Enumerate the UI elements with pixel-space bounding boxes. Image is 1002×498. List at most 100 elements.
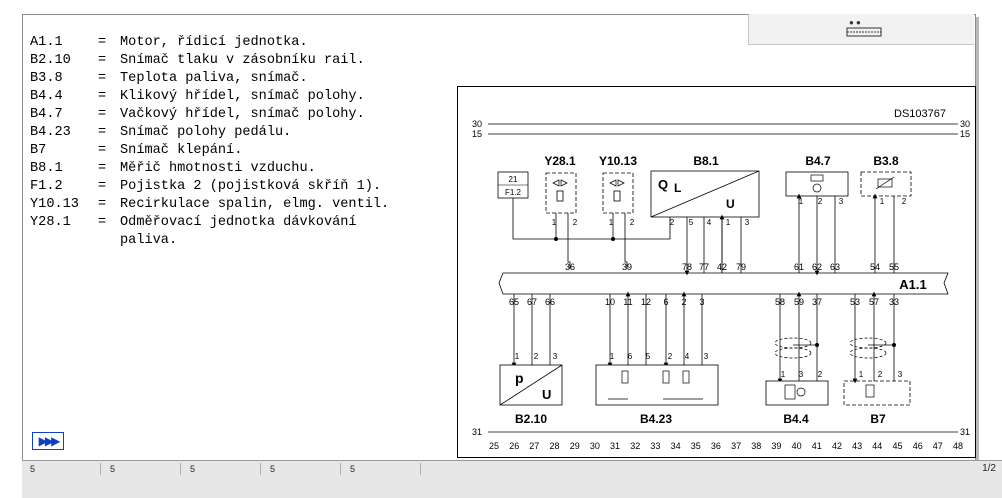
component-pin-label: 1 <box>781 370 786 379</box>
taskbar-item[interactable]: 5 <box>186 463 261 475</box>
legend-row: Y10.13=Recirkulace spalin, elmg. ventil. <box>30 196 460 214</box>
component-pin-label: 2 <box>630 218 635 227</box>
component-b7: B7 <box>843 337 911 426</box>
rail-31-left: 31 <box>472 427 482 437</box>
ecu-bottom-pin-label: 3 <box>699 297 704 307</box>
b38-label: B3.8 <box>873 154 899 168</box>
scale-number: 37 <box>731 441 741 451</box>
component-pin-label: 2 <box>818 370 823 379</box>
component-pin-label: 5 <box>689 218 694 227</box>
b81-label: B8.1 <box>693 154 719 168</box>
component-y281: Y28.1 <box>544 154 577 230</box>
ecu-bottom-pin-label: 58 <box>775 297 785 307</box>
thumbnail-strip: ● ● <box>748 14 974 45</box>
component-pin-label: 1 <box>799 197 804 206</box>
legend-equals: = <box>98 107 107 122</box>
legend-description: Snímač klepání. <box>120 143 243 158</box>
ecu-bottom-pin-label: 66 <box>545 297 555 307</box>
component-pin-label: 3 <box>799 370 804 379</box>
svg-text:● ●: ● ● <box>849 18 861 27</box>
next-page-button[interactable]: ▶▶▶ <box>32 432 64 450</box>
legend-description: Měřič hmotnosti vzduchu. <box>120 161 316 176</box>
legend-row: B2.10=Snímač tlaku v zásobníku rail. <box>30 52 460 70</box>
legend-equals: = <box>98 143 107 158</box>
fuse-bottom-label: F1.2 <box>505 188 522 197</box>
legend-equals: = <box>98 35 107 50</box>
ecu-top-pin-label: 42 <box>717 262 727 272</box>
fuse-wire <box>512 198 671 240</box>
wire-layer <box>511 193 896 384</box>
scale-number: 42 <box>832 441 842 451</box>
legend-description: Motor, řídicí jednotka. <box>120 35 308 50</box>
ecu-bottom-pin-label: 33 <box>889 297 899 307</box>
ecu-a11: A1.1 <box>498 272 949 295</box>
legend-row: B7=Snímač klepání. <box>30 142 460 160</box>
ecu-label: A1.1 <box>899 277 926 292</box>
b210-u: U <box>542 387 551 402</box>
thumbnail-icon: ● ● <box>846 18 882 37</box>
component-pin-label: 2 <box>668 352 673 361</box>
scale-number: 48 <box>953 441 963 451</box>
ecu-bottom-pin-label: 6 <box>663 297 668 307</box>
component-pin-label: 3 <box>898 370 903 379</box>
scale-number: 35 <box>691 441 701 451</box>
scale-number: 26 <box>509 441 519 451</box>
component-pin-label: 2 <box>818 197 823 206</box>
ecu-bottom-pin-label: 37 <box>812 297 822 307</box>
rail-31-right: 31 <box>960 427 970 437</box>
b44-label: B4.4 <box>783 412 809 426</box>
component-pin-label: 2 <box>902 197 907 206</box>
legend-row: B8.1=Měřič hmotnosti vzduchu. <box>30 160 460 178</box>
scale-number: 47 <box>933 441 943 451</box>
taskbar-item[interactable]: 5 <box>266 463 341 475</box>
legend-code: B4.4 <box>30 89 63 104</box>
component-b47: B4.7 <box>785 154 849 197</box>
legend-description: Vačkový hřídel, snímač polohy. <box>120 107 365 122</box>
b81-q: Q <box>658 177 668 192</box>
scale-number: 28 <box>549 441 559 451</box>
component-pin-label: 2 <box>670 218 675 227</box>
ecu-top-pin-label: 61 <box>794 262 804 272</box>
ecu-bottom-pin-label: 11 <box>623 297 632 307</box>
component-b38: B3.8 <box>860 154 912 197</box>
ecu-top-pin-label: 36 <box>565 262 575 272</box>
taskbar-item[interactable]: 5 <box>346 463 421 475</box>
legend-code: Y28.1 <box>30 215 71 230</box>
b81-u: U <box>726 197 735 211</box>
taskbar-item[interactable]: 5 <box>106 463 181 475</box>
scale-number: 45 <box>892 441 902 451</box>
scale-number: 29 <box>570 441 580 451</box>
legend-equals: = <box>98 179 107 194</box>
junction-y1013 <box>611 237 615 241</box>
legend-equals: = <box>98 215 107 230</box>
component-b423: B4.23 <box>595 364 719 426</box>
ecu-top-pin-label: 39 <box>622 262 632 272</box>
b210-label: B2.10 <box>515 412 547 426</box>
legend-description: Odměřovací jednotka dávkování paliva. <box>120 215 357 248</box>
scale-number: 39 <box>771 441 781 451</box>
ecu-top-pin-label: 78 <box>682 262 692 272</box>
component-pin-label: 4 <box>685 352 690 361</box>
component-pin-label: 3 <box>704 352 709 361</box>
component-pin-label: 2 <box>878 370 883 379</box>
ecu-top-pin-label: 55 <box>889 262 899 272</box>
ecu-bottom-pin-label: 59 <box>794 297 804 307</box>
legend-code: B3.8 <box>30 71 63 86</box>
scale-number: 32 <box>630 441 640 451</box>
component-pin-label: 1 <box>515 352 520 361</box>
component-pin-label: 1 <box>859 370 864 379</box>
component-pin-label: 2 <box>573 218 578 227</box>
scale-number: 36 <box>711 441 721 451</box>
ecu-bottom-pin-label: 2 <box>681 297 686 307</box>
legend-equals: = <box>98 161 107 176</box>
ecu-bottom-pin-label: 65 <box>509 297 519 307</box>
rail-15-left: 15 <box>472 129 482 139</box>
component-pin-label: 3 <box>745 218 750 227</box>
y1013-label: Y10.13 <box>599 154 637 168</box>
taskbar-item[interactable]: 5 <box>26 463 101 475</box>
b81-l: L <box>674 181 681 195</box>
component-pin-label: 4 <box>707 218 712 227</box>
scale-number: 34 <box>671 441 681 451</box>
